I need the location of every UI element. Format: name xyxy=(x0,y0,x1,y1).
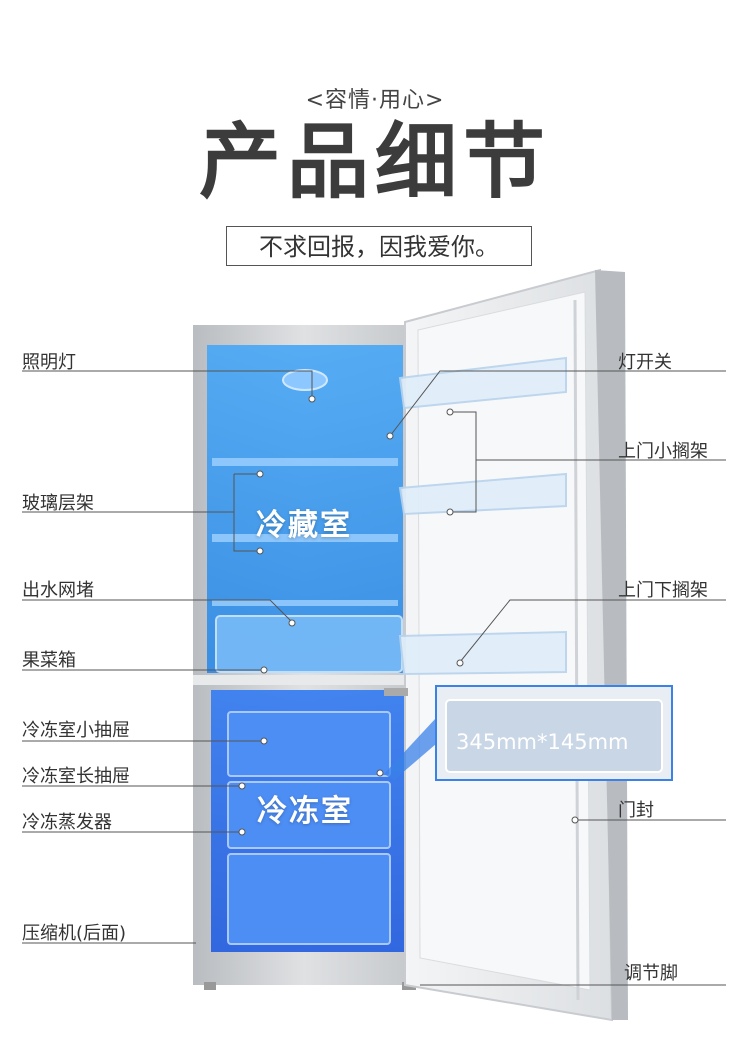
label-freezer-evaporator: 冷冻蒸发器 xyxy=(22,812,112,833)
label-upper-door-small-shelf: 上门小搁架 xyxy=(618,441,708,462)
dimension-label: 345mm*145mm xyxy=(456,730,629,754)
label-freezer-small-drawer: 冷冻室小抽屉 xyxy=(22,720,130,741)
label-door-seal: 门封 xyxy=(618,800,654,821)
label-crisper: 果菜箱 xyxy=(22,650,76,671)
door-edge xyxy=(595,270,628,1020)
cabinet-divider xyxy=(193,675,415,685)
label-light-switch: 灯开关 xyxy=(618,352,672,373)
foot-left xyxy=(204,982,216,990)
label-freezer-long-drawer: 冷冻室长抽屉 xyxy=(22,766,130,787)
dimension-drawer-shape xyxy=(445,699,663,773)
lamp-shape xyxy=(282,369,328,391)
freezer-long-drawer-shape xyxy=(227,781,391,849)
header-slogan: 不求回报，因我爱你。 xyxy=(226,226,532,266)
leader-dots xyxy=(238,395,579,836)
left-leader-lines xyxy=(22,370,313,944)
dimension-pointer xyxy=(384,718,436,780)
freezer-bottom-drawer-shape xyxy=(227,853,391,945)
door-seal-line xyxy=(573,299,580,1001)
door-bin-middle xyxy=(398,472,567,516)
label-compressor: 压缩机(后面) xyxy=(22,923,127,944)
glass-shelf-upper xyxy=(212,458,398,466)
right-leader-lines xyxy=(389,370,726,986)
water-outlet-shelf xyxy=(212,600,398,606)
label-adjustable-foot: 调节脚 xyxy=(624,963,678,984)
freezer-small-drawer-shape xyxy=(227,711,391,777)
glass-shelf-lower xyxy=(212,534,398,542)
freezer-zone-label: 冷冻室 xyxy=(257,794,353,829)
header-subtitle: <容情·用心> xyxy=(305,88,445,113)
crisper-box-shape xyxy=(215,615,403,673)
label-water-outlet: 出水网堵 xyxy=(22,580,94,601)
page-title: 产品细节 xyxy=(198,114,551,210)
label-upper-door-lower-shelf: 上门下搁架 xyxy=(618,580,708,601)
fridge-zone-label: 冷藏室 xyxy=(256,508,352,543)
door-bin-bottom xyxy=(398,630,567,676)
label-glass-shelf: 玻璃层架 xyxy=(22,493,94,514)
label-lamp: 照明灯 xyxy=(22,352,76,373)
door-hinge xyxy=(384,688,408,696)
